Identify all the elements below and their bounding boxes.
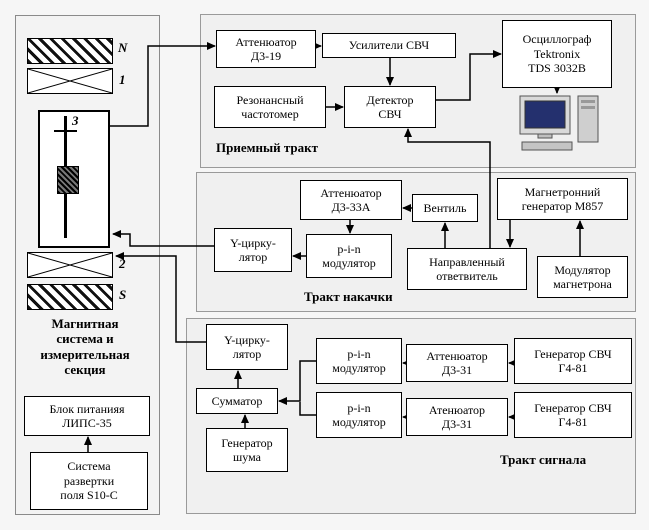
- pump-section-label: Тракт накачки: [304, 289, 393, 304]
- field-sweep-box: Система развертки поля S10-C: [30, 452, 148, 510]
- sample-icon: [57, 166, 79, 194]
- attenuator-d3-31-1-box: Аттенюатор Д3-31: [406, 344, 508, 382]
- signal-y-circulator-box: Y-цирку- лятор: [206, 324, 288, 370]
- modulation-coil-1: [27, 68, 113, 94]
- attenuator-d3-33a-box: Аттенюатор Д3-33А: [300, 180, 402, 220]
- label-s: S: [119, 287, 127, 302]
- signal-pin-modulator-1-box: p-i-n модулятор: [316, 338, 402, 384]
- oscilloscope-box: Осциллограф Tektronix TDS 3032B: [502, 20, 612, 88]
- noise-generator-box: Генератор шума: [206, 428, 288, 472]
- generator-g4-81-1-box: Генератор СВЧ Г4-81: [514, 338, 632, 384]
- power-supply-box: Блок питанияя ЛИПС-35: [24, 396, 150, 436]
- modulation-coil-2: [27, 252, 113, 278]
- label-3: 3: [72, 113, 79, 128]
- microwave-detector-box: Детектор СВЧ: [344, 86, 436, 128]
- signal-pin-modulator-2-box: p-i-n модулятор: [316, 392, 402, 438]
- label-1: 1: [119, 72, 126, 87]
- pump-pin-modulator-box: p-i-n модулятор: [306, 234, 392, 278]
- computer-icon: [518, 94, 606, 152]
- isolator-valve-box: Вентиль: [412, 194, 478, 222]
- magnetron-modulator-box: Модулятор магнетрона: [537, 256, 628, 298]
- magnet-pole-s: [27, 284, 113, 310]
- label-2: 2: [119, 256, 126, 271]
- resonant-frequency-meter-box: Резонансный частотомер: [214, 86, 326, 128]
- coil-cross-icon: [28, 69, 112, 93]
- label-n: N: [118, 40, 128, 55]
- generator-g4-81-2-box: Генератор СВЧ Г4-81: [514, 392, 632, 438]
- sample-rod-crossbar: [54, 130, 77, 132]
- attenuator-d3-19-box: Аттенюатор Д3-19: [216, 30, 316, 68]
- summator-box: Сумматор: [196, 388, 278, 414]
- coil-cross-icon: [28, 253, 112, 277]
- attenuator-d3-31-2-box: Атенюатор Д3-31: [406, 398, 508, 436]
- magnet-pole-n: [27, 38, 113, 64]
- magnetron-generator-box: Магнетронний генератор М857: [497, 178, 628, 220]
- magnet-section-caption: Магнитная система и измерительная секция: [40, 316, 130, 377]
- directional-coupler-box: Направленный ответвитель: [407, 248, 527, 290]
- signal-section-label: Тракт сигнала: [500, 452, 587, 467]
- pump-y-circulator-box: Y-цирку- лятор: [214, 228, 292, 272]
- receiver-section-label: Приемный тракт: [216, 140, 318, 155]
- microwave-amplifiers-box: Усилители СВЧ: [322, 33, 456, 58]
